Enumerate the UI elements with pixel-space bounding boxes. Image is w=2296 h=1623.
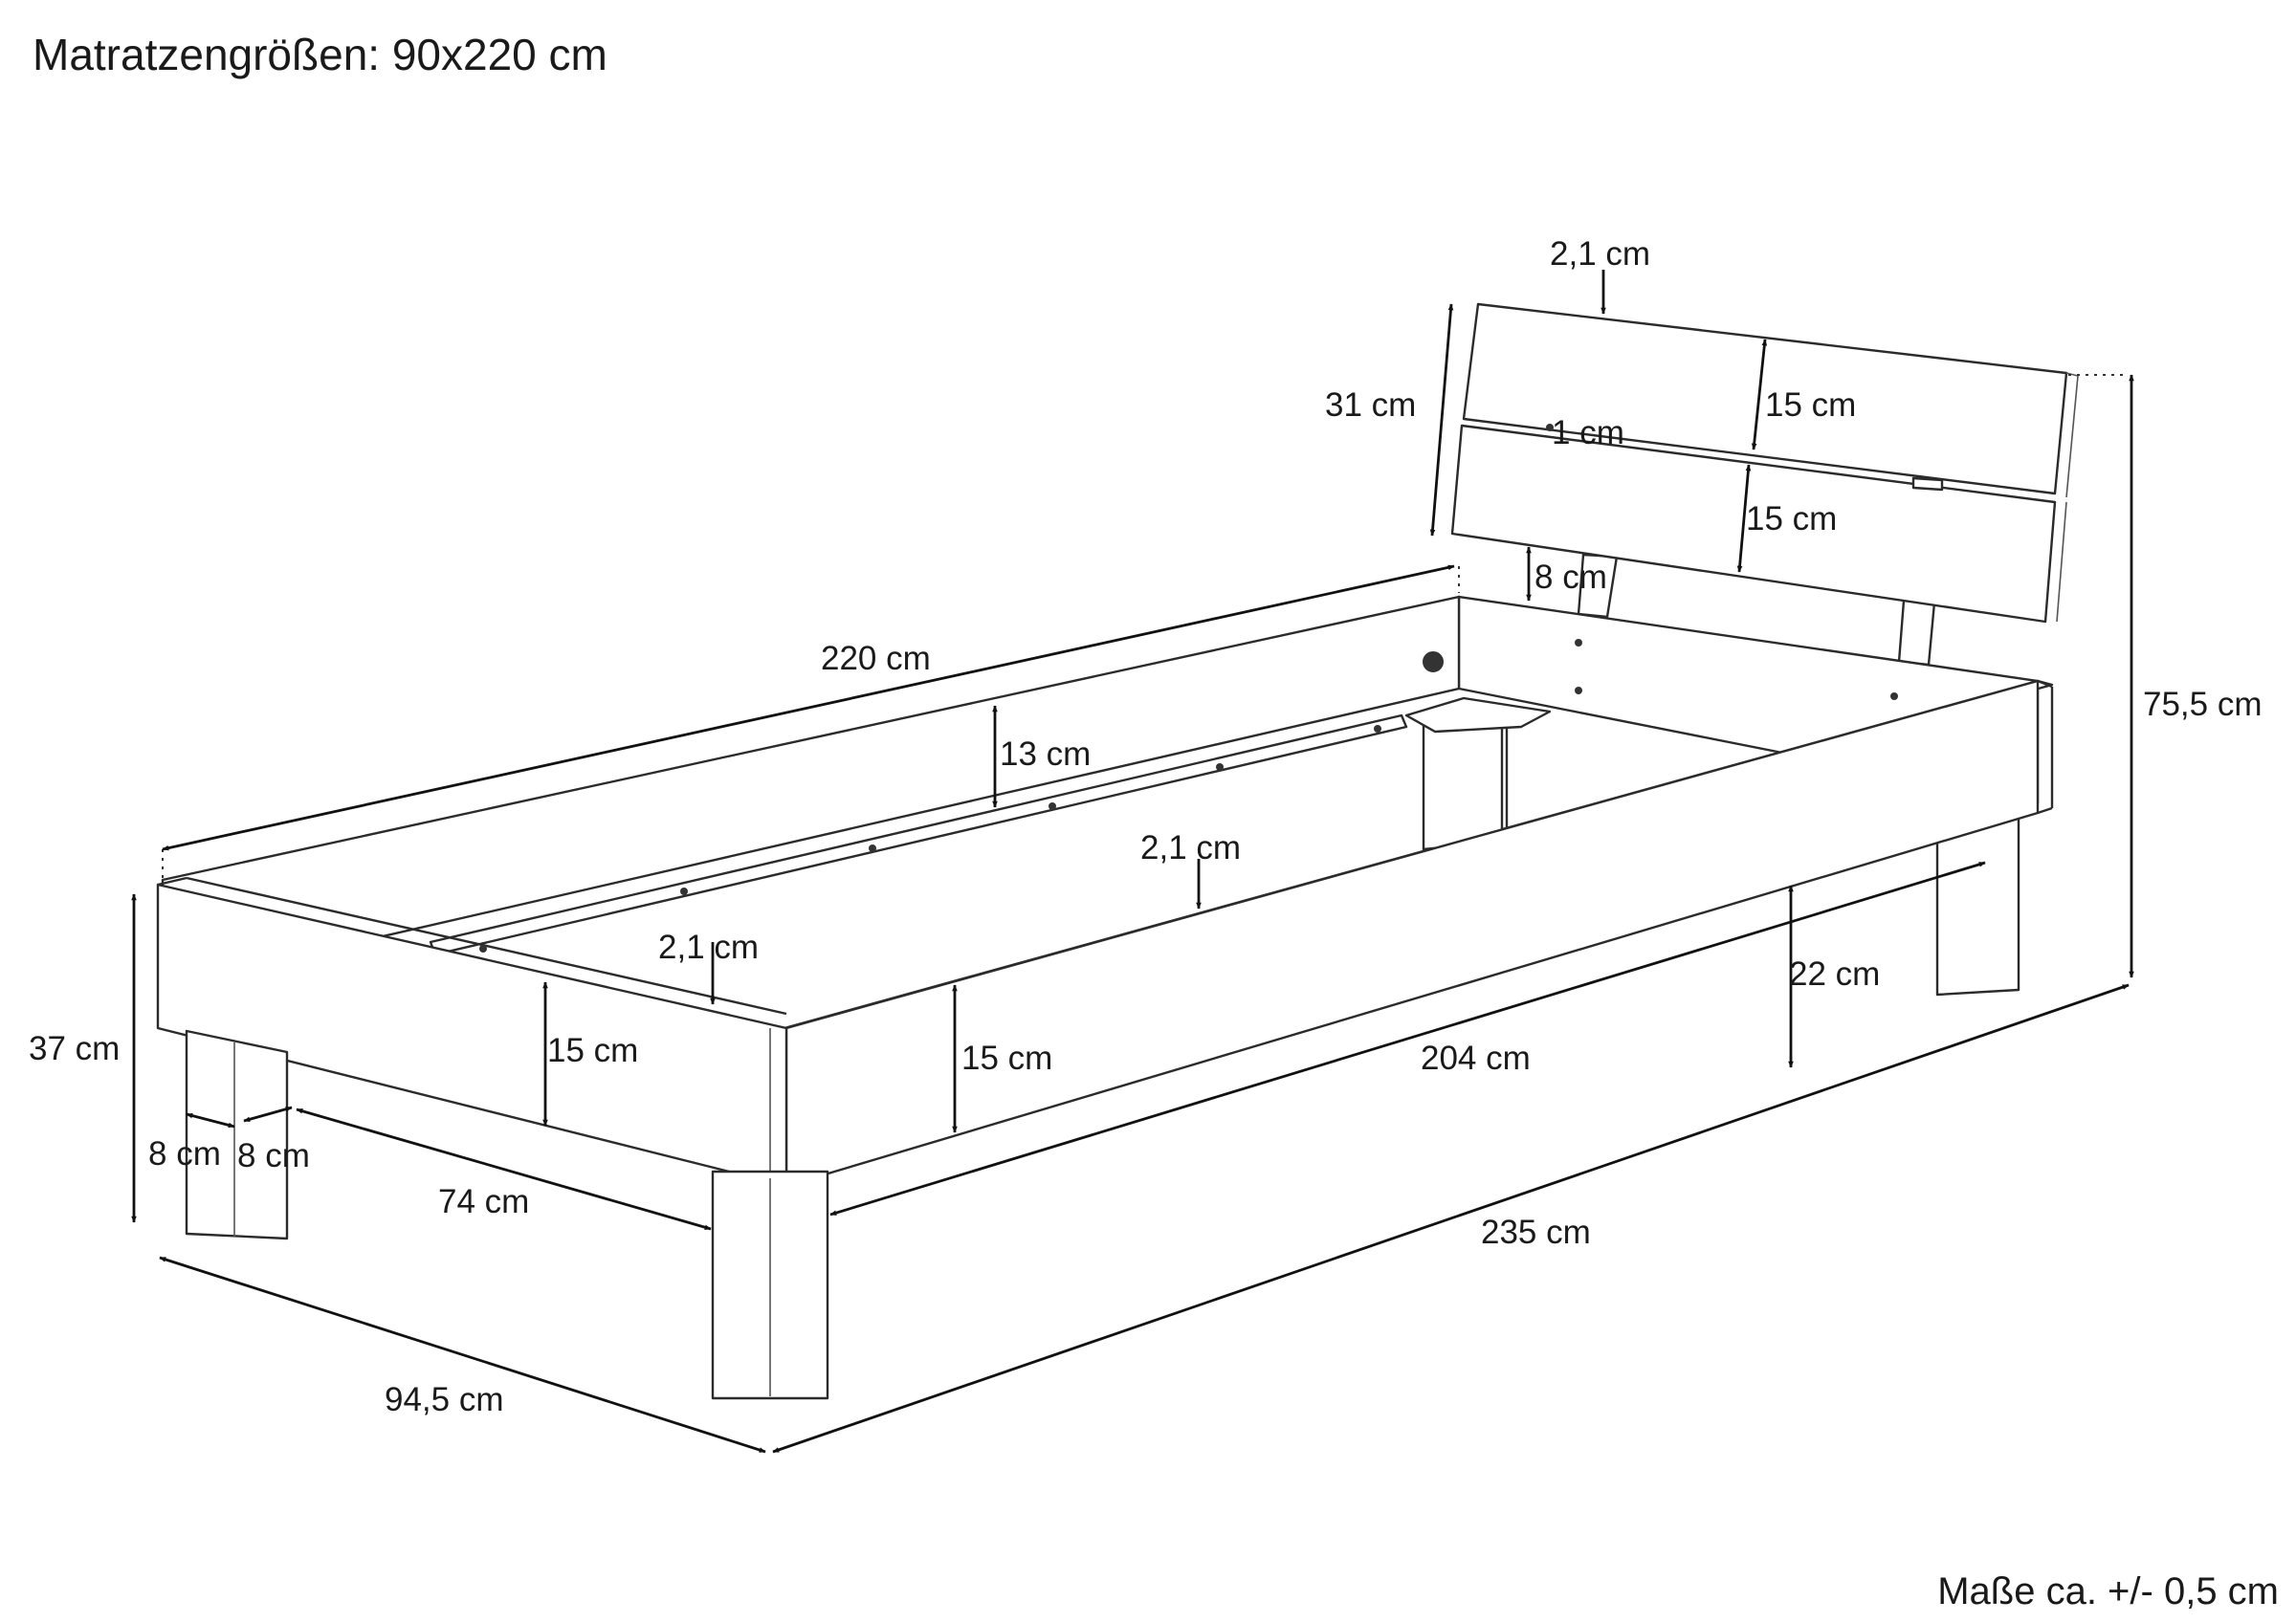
dim-headboard-height: 31 cm bbox=[1325, 386, 1416, 424]
dim-total-length: 235 cm bbox=[1481, 1214, 1591, 1251]
dim-side-depth: 13 cm bbox=[1000, 735, 1091, 773]
dim-total-width: 94,5 cm bbox=[385, 1381, 504, 1418]
dim-length-between-legs: 204 cm bbox=[1421, 1040, 1531, 1077]
tolerance-note: Maße ca. +/- 0,5 cm bbox=[1937, 1570, 2279, 1612]
dim-board-bottom: 15 cm bbox=[1746, 500, 1837, 537]
dim-length-inner: 220 cm bbox=[821, 640, 931, 677]
dim-gap-frame-headboard: 8 cm bbox=[1534, 559, 1607, 596]
dimension-labels: 2,1 cm 31 cm 15 cm 1 cm 15 cm 8 cm 75,5 … bbox=[29, 235, 2263, 1418]
headboard-board-bottom bbox=[1450, 424, 2057, 624]
front-left-leg bbox=[185, 1029, 289, 1240]
dim-width-between-legs: 74 cm bbox=[438, 1183, 529, 1220]
dim-side-height: 15 cm bbox=[961, 1040, 1052, 1077]
dim-total-height: 75,5 cm bbox=[2143, 686, 2263, 723]
dim-headboard-thickness: 2,1 cm bbox=[1550, 235, 1650, 273]
dim-clearance: 22 cm bbox=[1789, 955, 1880, 993]
dim-board-gap: 1 cm bbox=[1552, 414, 1624, 451]
dim-leg-width-a: 8 cm bbox=[148, 1135, 221, 1173]
center-leg bbox=[1422, 717, 1504, 851]
dim-foot-height: 15 cm bbox=[547, 1032, 638, 1069]
dim-bed-height: 37 cm bbox=[29, 1030, 120, 1067]
dim-board-top: 15 cm bbox=[1765, 386, 1856, 424]
headboard-post-right bbox=[1897, 599, 1936, 667]
page-title: Matratzengrößen: 90x220 cm bbox=[33, 30, 607, 79]
bed-frame bbox=[156, 302, 2079, 1400]
back-right-leg bbox=[1935, 813, 2020, 997]
dimension-lines bbox=[131, 270, 2134, 1454]
dim-foot-rail-thickness: 2,1 cm bbox=[658, 929, 759, 966]
dim-leg-width-b: 8 cm bbox=[237, 1137, 310, 1174]
dim-side-rail-thickness: 2,1 cm bbox=[1140, 829, 1241, 866]
